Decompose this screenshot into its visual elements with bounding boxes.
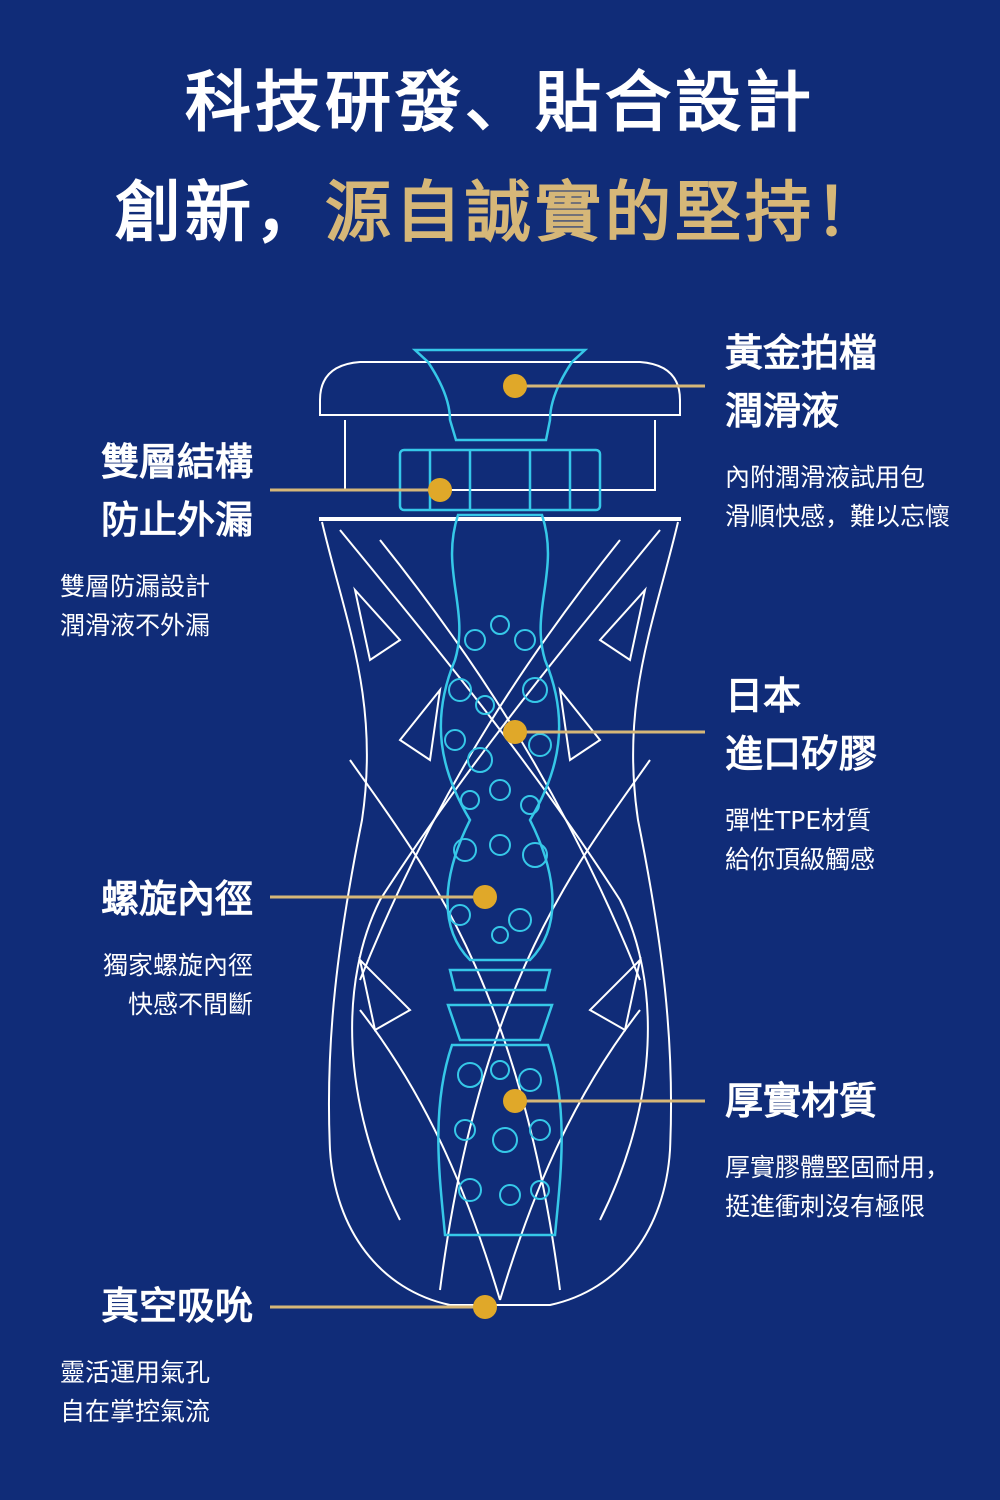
- callout-vacuum: 真空吸吮 靈活運用氣孔自在掌控氣流: [60, 1277, 253, 1431]
- headline-gold-part: 源自誠實的堅持！: [325, 174, 885, 251]
- headline-white-part: 創新，: [115, 174, 325, 251]
- callout-title: 黃金拍檔潤滑液: [725, 331, 878, 433]
- callout-double-layer: 雙層結構防止外漏 雙層防漏設計潤滑液不外漏: [60, 433, 253, 645]
- marker-double-layer: [428, 478, 452, 502]
- markers: [428, 374, 527, 1319]
- callout-desc: 內附潤滑液試用包滑順快感，難以忘懷: [725, 463, 951, 531]
- callout-desc: 靈活運用氣孔自在掌控氣流: [60, 1358, 211, 1426]
- callout-title: 日本進口矽膠: [725, 674, 878, 776]
- inner-canal-outline: [398, 348, 602, 1237]
- callout-desc: 獨家螺旋內徑快感不間斷: [102, 951, 253, 1019]
- marker-vacuum: [473, 1295, 497, 1319]
- callout-title: 厚實材質: [725, 1079, 878, 1123]
- headline-line-2: 創新，源自誠實的堅持！: [0, 180, 1000, 246]
- callout-lubricant: 黃金拍檔潤滑液 內附潤滑液試用包滑順快感，難以忘懷: [725, 324, 950, 536]
- inner-texture-nodules: [444, 615, 552, 1206]
- marker-thick: [503, 1089, 527, 1113]
- marker-spiral: [473, 885, 497, 909]
- callout-title: 真空吸吮: [100, 1284, 253, 1328]
- leader-lines: [270, 384, 705, 1309]
- outer-sleeve-outline: [319, 361, 681, 1306]
- callout-desc: 彈性TPE材質給你頂級觸感: [725, 806, 876, 874]
- callout-desc: 厚實膠體堅固耐用，挺進衝刺沒有極限: [725, 1153, 951, 1221]
- callout-spiral: 螺旋內徑 獨家螺旋內徑快感不間斷: [60, 870, 253, 1024]
- headline-line-1: 科技研發、貼合設計: [185, 64, 815, 141]
- marker-silicone: [503, 720, 527, 744]
- callout-title: 雙層結構防止外漏: [100, 440, 253, 542]
- callout-thick: 厚實材質 厚實膠體堅固耐用，挺進衝刺沒有極限: [725, 1072, 950, 1226]
- callout-silicone: 日本進口矽膠 彈性TPE材質給你頂級觸感: [725, 667, 877, 879]
- marker-lubricant: [503, 374, 527, 398]
- callout-title: 螺旋內徑: [100, 877, 253, 921]
- callout-desc: 雙層防漏設計潤滑液不外漏: [60, 572, 211, 640]
